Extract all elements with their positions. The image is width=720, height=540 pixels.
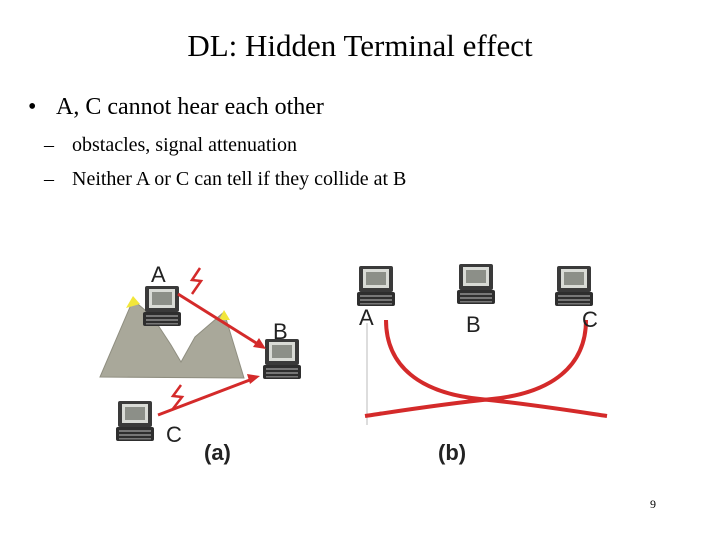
signal-arrow-a-to-b [177,292,262,348]
signal-arrow-c-to-b [157,376,256,417]
sub-bullet-text: Neither A or C can tell if they collide … [72,168,407,190]
sub-bullet-item: –Neither A or C can tell if they collide… [44,166,406,192]
laptop-c-icon [555,266,593,306]
caption-b: (b) [438,440,466,465]
arrow-head [253,338,266,349]
laptop-c-icon [116,401,154,441]
laptop-a-icon [357,266,395,306]
label-b: B [273,319,288,344]
arrow-head [247,374,260,384]
label-c: C [582,307,598,332]
laptop-b-icon [263,339,301,379]
laptop-b-icon [457,264,495,304]
sub-bullet-text: obstacles, signal attenuation [72,134,297,156]
snow-cap [126,296,140,308]
panel-a: A B C (a) [99,262,301,465]
range-curve-a [384,319,608,418]
bullet-item: • A, C cannot hear each other [28,92,324,122]
label-a: A [151,262,166,287]
caption-a: (a) [204,440,231,465]
signal-lightning-icon [189,267,204,295]
snow-cap [219,310,230,320]
slide-title: DL: Hidden Terminal effect [187,28,533,63]
page-number: 9 [650,497,656,511]
mountain-obstacle [99,299,245,379]
range-curve-c [364,319,588,418]
signal-lightning-icon [170,384,185,411]
dash-marker: – [44,168,54,190]
label-a: A [359,305,374,330]
bullet-dot: • [28,94,37,120]
label-b: B [466,312,481,337]
dash-marker: – [44,134,54,156]
sub-bullet-item: –obstacles, signal attenuation [44,132,297,158]
panel-b: A B C (b) [357,264,608,465]
laptop-a-icon [143,286,181,326]
label-c: C [166,422,182,447]
bullet-text: A, C cannot hear each other [56,94,324,120]
